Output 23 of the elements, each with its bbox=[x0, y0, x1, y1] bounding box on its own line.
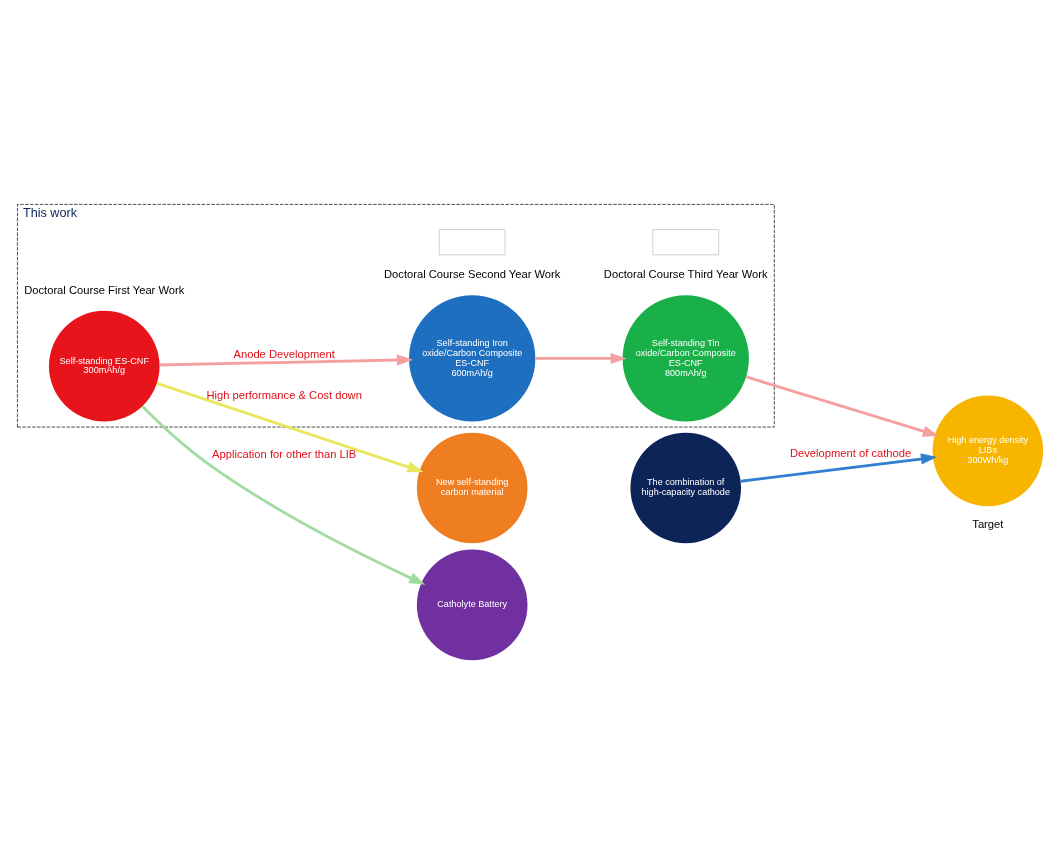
arrow bbox=[156, 382, 424, 473]
node-circle: Self-standing ES-CNF 300mAh/g bbox=[48, 310, 160, 422]
edge-label: Development of cathode bbox=[789, 447, 912, 460]
node-label: Doctoral Course Third Year Work bbox=[603, 267, 768, 280]
node-box bbox=[438, 229, 506, 256]
node-circle: New self-standing carbon material bbox=[416, 432, 528, 544]
node-circle: Catholyte Battery bbox=[416, 549, 528, 661]
node-circle: The combination of high-capacity cathode bbox=[630, 432, 742, 544]
arrow bbox=[535, 352, 627, 365]
arrow bbox=[141, 405, 426, 585]
node-box bbox=[652, 229, 719, 256]
edge-label: High performance & Cost down bbox=[206, 388, 362, 401]
node-circle: Self-standing Iron oxide/Carbon Composite ES-CNF 600mAh/g bbox=[409, 295, 536, 422]
node-circle: High energy density LIBs 300Wh/kg bbox=[932, 395, 1044, 507]
node-label: Target bbox=[972, 518, 1004, 531]
node-circle: Self-standing Tin oxide/Carbon Composite ES-CNF 800mAh/g bbox=[622, 295, 749, 422]
node-label: Doctoral Course First Year Work bbox=[24, 283, 185, 296]
arrow bbox=[740, 453, 938, 483]
edge-label: Application for other than LIB bbox=[212, 448, 357, 461]
arrow bbox=[745, 375, 939, 437]
arrow bbox=[159, 354, 414, 367]
node-label: Doctoral Course Second Year Work bbox=[383, 267, 561, 280]
edge-label: Anode Development bbox=[233, 347, 335, 360]
